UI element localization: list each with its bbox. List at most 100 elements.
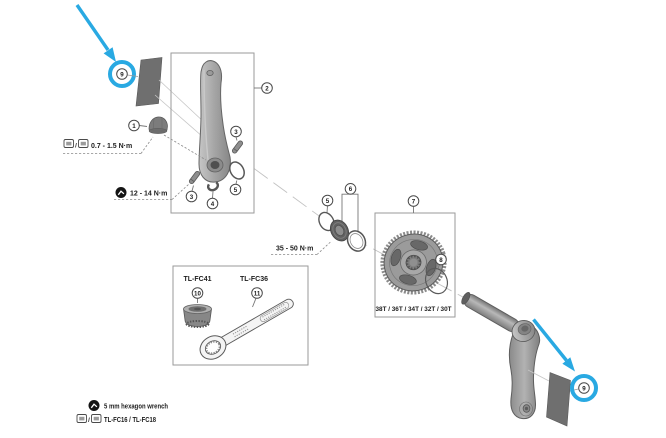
callout-number: 5 — [326, 198, 330, 205]
torque-value: 35 - 50 N·m — [276, 246, 313, 253]
tool-name-left: TL-FC41 — [184, 276, 212, 283]
cap-facet — [152, 118, 155, 132]
highlight-circle[interactable] — [570, 374, 598, 402]
chainring-ridge — [389, 239, 438, 286]
hex-key-glyph — [90, 403, 98, 409]
slash-separator: / — [75, 144, 77, 150]
snap-ring — [424, 267, 449, 295]
callout-number: 9 — [582, 385, 586, 392]
chainring-box-group: 7 38T / 36T / 34T / 32T / 30T 8 — [374, 195, 456, 318]
lockring-washer — [346, 230, 367, 252]
spindle-end — [461, 292, 471, 305]
left-crank-arm — [198, 60, 231, 183]
callout-circle — [229, 183, 242, 196]
annotation-bottom-right — [532, 318, 598, 402]
spline-center — [409, 258, 418, 267]
snap-ring-ellipse — [424, 267, 449, 295]
tool-top-hole — [194, 307, 201, 311]
callout-leader — [191, 185, 194, 192]
callout-number: 11 — [254, 290, 261, 297]
torque-value: 0.7 - 1.5 N·m — [91, 143, 132, 150]
legend: 5 mm hexagon wrench / TL-FC16 / TL-FC18 — [76, 400, 168, 424]
boss-bore — [521, 325, 529, 332]
callout-number: 2 — [265, 85, 269, 92]
right-crank-group: 9 — [461, 292, 598, 427]
callout-circle — [128, 119, 140, 132]
callout-circle — [251, 287, 263, 299]
callout-circle — [206, 197, 219, 210]
callout-number: 5 — [234, 187, 238, 194]
chainring-sizes: 38T / 36T / 34T / 32T / 30T — [376, 306, 452, 313]
hex-key-glyph — [117, 190, 125, 196]
plate-clip — [206, 180, 220, 192]
crank-protector-sticker — [135, 57, 163, 107]
tool-glyph — [80, 141, 86, 146]
chainring-cutout — [399, 274, 417, 285]
spline-teeth — [406, 255, 421, 270]
torque-value: 12 - 14 N·m — [130, 191, 167, 198]
crank-arm-highlight — [203, 69, 209, 161]
callout-6: 6 — [344, 183, 357, 195]
fixing-bolt-upper — [231, 140, 244, 154]
callout-circle — [185, 190, 198, 203]
callout-4: 4 — [206, 197, 219, 210]
callout-number: 4 — [211, 201, 215, 208]
torque-leader-line — [316, 241, 332, 255]
torque-label-crank-bolts: 12 - 14 N·m — [114, 183, 190, 200]
callout-10: 10 — [191, 287, 204, 299]
callout-leader — [252, 298, 257, 308]
washer-inner — [349, 233, 364, 249]
crank-arm-cap — [148, 116, 168, 134]
left-crank-box-group: 2 1 3 — [128, 52, 273, 214]
tool-glyph — [66, 141, 72, 146]
chainring-lockring — [329, 219, 350, 242]
blue-arrow-head-icon — [103, 47, 116, 62]
grip-hatch — [232, 325, 248, 335]
callout-3-lower: 3 — [185, 190, 198, 203]
highlight-circle[interactable] — [108, 60, 136, 88]
right-crank-boss — [511, 319, 536, 343]
callout-circle[interactable] — [578, 382, 590, 394]
grip-hatch — [234, 328, 249, 338]
callout-leader — [139, 125, 148, 127]
chainring-cutout — [390, 248, 402, 267]
bolt-body — [231, 140, 244, 154]
callout-5-crank: 5 — [229, 183, 242, 196]
tool-knurl — [185, 320, 210, 328]
callout-circle — [435, 253, 447, 266]
o-ring-crank — [229, 161, 245, 180]
stopper-plate — [206, 180, 220, 192]
hex-wrench-icon — [115, 187, 127, 198]
washer-ring — [346, 230, 367, 252]
callout-number: 7 — [412, 198, 416, 205]
callout-2: 2 — [261, 82, 273, 94]
chainring-cutout — [410, 240, 428, 251]
blue-arrow-shaft — [532, 318, 568, 362]
chainring-teeth — [380, 230, 447, 295]
bolt-head-line — [190, 178, 195, 182]
bolt-body — [188, 171, 201, 184]
callout-circle[interactable] — [116, 68, 128, 80]
callout-number: 1 — [132, 123, 136, 130]
callout-number: 9 — [120, 71, 124, 78]
callout-circle — [261, 82, 273, 94]
callout-leader — [127, 74, 139, 77]
tool-name-right: TL-FC36 — [240, 276, 268, 283]
lockring-ridge — [332, 222, 347, 239]
callout-9-left[interactable]: 9 — [116, 68, 128, 80]
callout-9-right[interactable]: 9 — [578, 382, 590, 394]
right-crank-arm-body — [508, 323, 541, 420]
grip-hatch — [262, 303, 286, 318]
pedal-hole-center — [524, 406, 529, 411]
hex-wrench-icon — [88, 400, 100, 411]
legend-preload-tools-label: TL-FC16 / TL-FC18 — [104, 417, 156, 424]
callout-number: 3 — [234, 129, 238, 136]
chainring — [380, 230, 447, 295]
callout-number: 10 — [194, 290, 201, 297]
bolt-head-line — [233, 148, 238, 152]
callout-circle — [191, 287, 204, 299]
torque-label-cap: / 0.7 - 1.5 N·m — [63, 134, 207, 161]
pedal-boss-outline — [519, 401, 533, 417]
cap-base — [148, 128, 168, 134]
